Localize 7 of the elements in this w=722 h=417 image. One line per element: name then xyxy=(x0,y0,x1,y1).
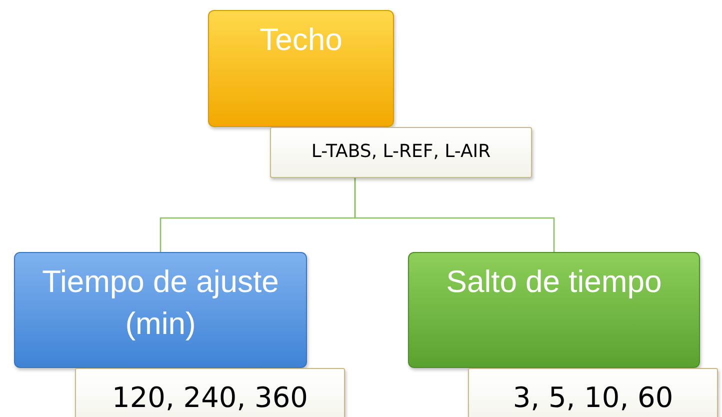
connector-line xyxy=(354,178,555,252)
category-box: Tiempo de ajuste (min) xyxy=(14,252,307,368)
value-tag: 120, 240, 360 xyxy=(75,368,345,417)
value-tag: L-TABS, L-REF, L-AIR xyxy=(270,127,532,178)
category-box: Techo xyxy=(208,10,394,127)
value-tag: 3, 5, 10, 60 xyxy=(468,368,718,417)
category-box: Salto de tiempo xyxy=(408,252,700,368)
